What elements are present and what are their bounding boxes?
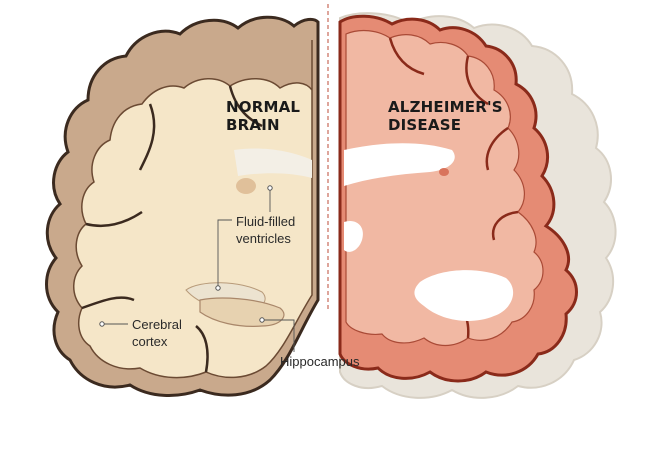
hippocampus-label: Hippocampus: [280, 354, 360, 369]
ad-sulcus-4: [491, 210, 519, 241]
normal-brain: [45, 15, 320, 397]
cortex-label-line2: cortex: [132, 334, 168, 349]
ad-ventricle-upper: [344, 143, 455, 186]
ad-ventricle-mid: [344, 220, 363, 252]
alzheimers-title-line1: ALZHEIMER'S: [388, 98, 503, 116]
cortex-leader-dot: [99, 321, 105, 327]
ad-sulcus-1: [388, 37, 425, 76]
hippocampus-leader-dot: [259, 317, 265, 323]
ventricles-leader-dot-down: [215, 285, 221, 291]
normal-sulcus-3: [85, 210, 143, 228]
alzheimers-title-line2: DISEASE: [388, 116, 461, 134]
alzheimers-brain: [338, 12, 617, 399]
ad-sulcus-2: [465, 55, 489, 106]
ad-inner-tissue: [345, 29, 544, 347]
normal-ventricle-spot: [236, 178, 256, 194]
normal-title-line2: BRAIN: [226, 116, 280, 134]
ventricles-leader-down: [217, 219, 232, 286]
normal-sulcus-1: [138, 103, 156, 171]
ventricles-label-line1: Fluid-filled: [236, 214, 295, 229]
ad-sulcus-3: [485, 126, 509, 171]
normal-title-line1: NORMAL: [226, 98, 300, 116]
normal-sulcus-2: [228, 85, 263, 128]
ventricles-label-line2: ventricles: [236, 231, 291, 246]
ventricles-leader-dot-up: [267, 185, 273, 191]
normal-sulcus-5: [195, 325, 209, 373]
normal-sulcus-4: [81, 296, 135, 310]
ad-ventricle-lower: [414, 270, 514, 321]
cortex-label-line1: Cerebral: [132, 317, 182, 332]
ad-ventricle-spot: [439, 168, 449, 176]
normal-ventricle-upper: [234, 148, 312, 178]
hippocampus-leader: [264, 319, 295, 352]
